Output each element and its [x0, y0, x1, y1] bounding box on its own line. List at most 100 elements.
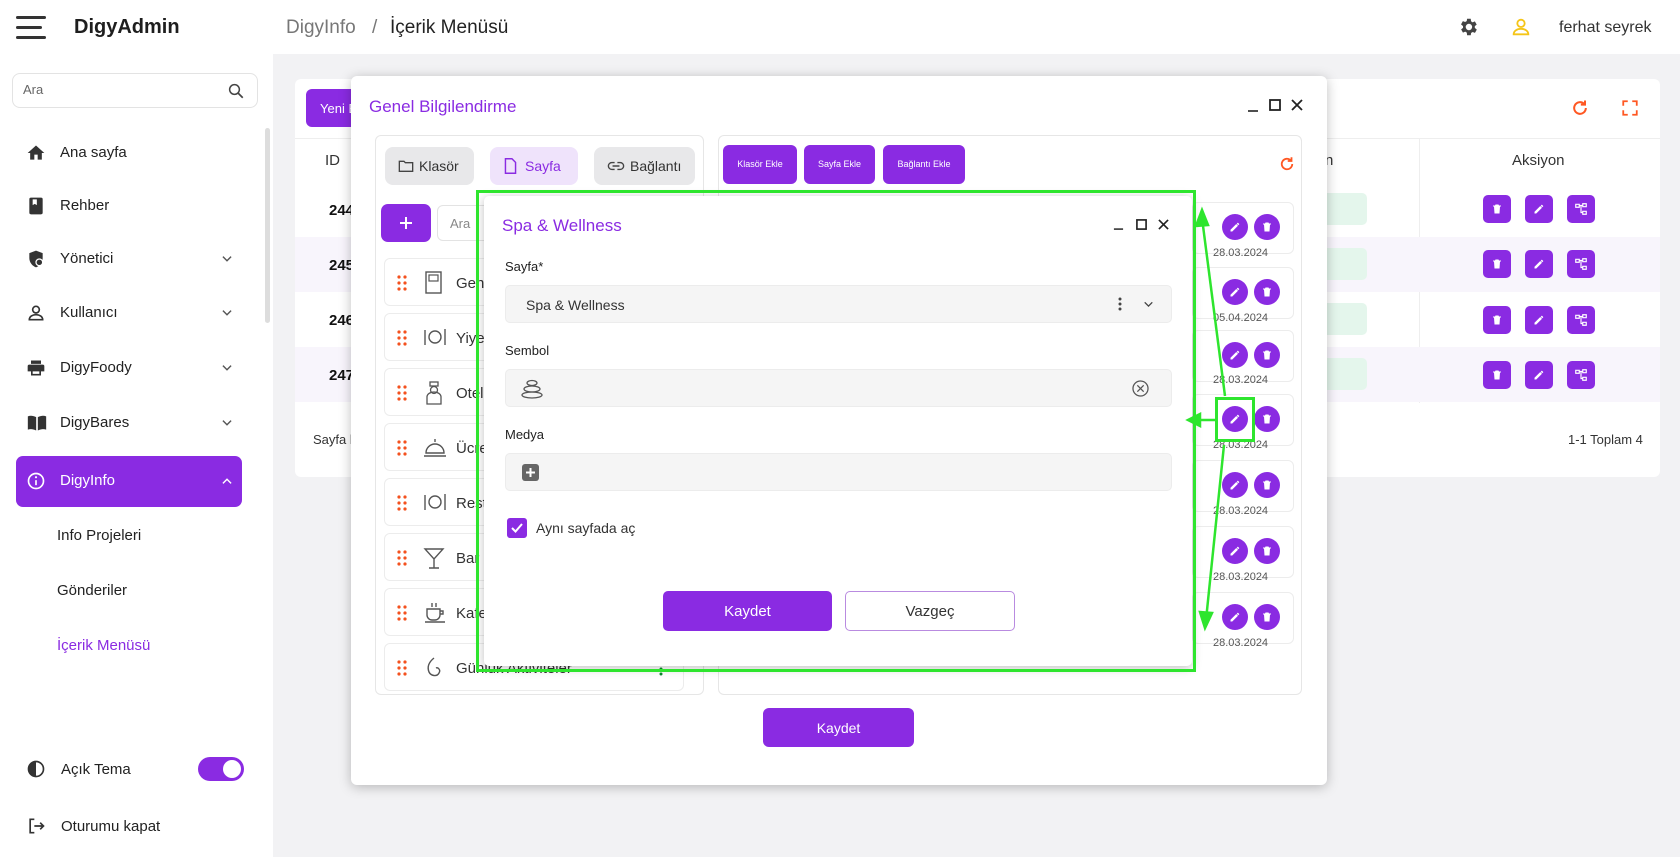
- list-item-label: Kafe: [456, 605, 487, 622]
- symbol-field-label: Sembol: [505, 343, 550, 358]
- edit-icon[interactable]: [1222, 342, 1248, 368]
- edit-icon[interactable]: [1525, 250, 1553, 278]
- pagination-label: Sayfa l: [313, 432, 353, 447]
- edit-icon[interactable]: [1525, 306, 1553, 334]
- sidebar-search-input[interactable]: [23, 82, 213, 97]
- sidebar-item-digybares[interactable]: DigyBares: [16, 401, 242, 446]
- sidebar-subitem-icerik-menusu[interactable]: İçerik Menüsü: [57, 637, 151, 654]
- media-field[interactable]: [505, 453, 1172, 491]
- sidebar-item-yonetici[interactable]: Yönetici: [16, 237, 242, 282]
- sidebar-item-digyinfo[interactable]: DigyInfo: [16, 456, 242, 507]
- chevron-down-icon[interactable]: [1142, 298, 1155, 311]
- sidebar-item-ana-sayfa[interactable]: Ana sayfa: [16, 131, 242, 176]
- refresh-icon[interactable]: [1570, 98, 1590, 118]
- sidebar-subitem-info-projeleri[interactable]: Info Projeleri: [57, 527, 142, 544]
- close-icon[interactable]: [1291, 99, 1303, 111]
- refresh-icon[interactable]: [1278, 155, 1296, 173]
- delete-icon[interactable]: [1254, 538, 1280, 564]
- delete-icon[interactable]: [1483, 361, 1511, 389]
- user-avatar-icon[interactable]: [1510, 16, 1532, 38]
- sidebar-item-label: Ana sayfa: [60, 144, 127, 161]
- sidebar-item-label: DigyInfo: [60, 472, 116, 489]
- page-icon: [504, 158, 517, 174]
- save-button[interactable]: Kaydet: [763, 708, 914, 747]
- hierarchy-icon[interactable]: [1567, 361, 1595, 389]
- printer-icon: [26, 358, 46, 378]
- drag-handle-icon[interactable]: [397, 495, 407, 511]
- hierarchy-icon[interactable]: [1567, 195, 1595, 223]
- maximize-icon[interactable]: [1269, 99, 1281, 111]
- drag-handle-icon[interactable]: [397, 550, 407, 566]
- delete-icon[interactable]: [1254, 279, 1280, 305]
- edit-icon[interactable]: [1525, 361, 1553, 389]
- hierarchy-icon[interactable]: [1567, 250, 1595, 278]
- add-page-button[interactable]: Sayfa Ekle: [804, 145, 875, 184]
- symbol-field[interactable]: [505, 369, 1172, 407]
- edit-icon[interactable]: [1525, 195, 1553, 223]
- edit-icon[interactable]: [1222, 538, 1248, 564]
- edit-icon[interactable]: [1222, 406, 1248, 432]
- hierarchy-icon[interactable]: [1567, 306, 1595, 334]
- logout-button[interactable]: Oturumu kapat: [61, 818, 161, 835]
- add-link-button[interactable]: Bağlantı Ekle: [883, 145, 965, 184]
- fullscreen-icon[interactable]: [1621, 99, 1639, 117]
- status-badge: [1322, 358, 1367, 390]
- page-select[interactable]: Spa & Wellness: [505, 285, 1172, 323]
- add-folder-button[interactable]: Klasör Ekle: [723, 145, 797, 184]
- sidebar-item-digyfoody[interactable]: DigyFoody: [16, 346, 242, 391]
- add-media-icon[interactable]: [522, 464, 539, 481]
- delete-icon[interactable]: [1483, 306, 1511, 334]
- breadcrumb-parent[interactable]: DigyInfo: [286, 17, 356, 38]
- add-item-button[interactable]: [381, 204, 431, 242]
- tab-sayfa[interactable]: Sayfa: [490, 147, 578, 185]
- delete-icon[interactable]: [1254, 406, 1280, 432]
- tab-baglanti[interactable]: Bağlantı: [594, 147, 695, 185]
- save-button[interactable]: Kaydet: [663, 591, 832, 631]
- minimize-icon[interactable]: [1247, 100, 1259, 112]
- drag-handle-icon[interactable]: [397, 275, 407, 291]
- clear-icon[interactable]: [1131, 379, 1150, 398]
- sidebar-item-rehber[interactable]: Rehber: [16, 184, 242, 229]
- book-icon: [423, 271, 445, 295]
- user-name[interactable]: ferhat seyrek: [1559, 19, 1652, 36]
- delete-icon[interactable]: [1254, 472, 1280, 498]
- delete-icon[interactable]: [1483, 195, 1511, 223]
- drag-handle-icon[interactable]: [397, 440, 407, 456]
- edit-icon[interactable]: [1222, 279, 1248, 305]
- delete-icon[interactable]: [1254, 604, 1280, 630]
- tab-klasor[interactable]: Klasör: [385, 147, 474, 185]
- same-page-checkbox[interactable]: [507, 518, 527, 538]
- status-badge: [1322, 193, 1367, 225]
- page-item: 28.03.2024: [1192, 330, 1294, 386]
- item-search-input[interactable]: [450, 216, 490, 231]
- edit-icon[interactable]: [1222, 472, 1248, 498]
- page-item: 28.03.2024: [1192, 202, 1294, 259]
- theme-toggle[interactable]: [198, 757, 244, 781]
- edit-icon[interactable]: [1222, 214, 1248, 240]
- maximize-icon[interactable]: [1136, 219, 1147, 230]
- search-icon[interactable]: [227, 82, 245, 100]
- cancel-button[interactable]: Vazgeç: [845, 591, 1015, 631]
- coffee-icon: [423, 601, 447, 623]
- drag-handle-icon[interactable]: [397, 660, 407, 676]
- drag-handle-icon[interactable]: [397, 330, 407, 346]
- sidebar-subitem-gonderiler[interactable]: Gönderiler: [57, 582, 128, 599]
- delete-icon[interactable]: [1254, 342, 1280, 368]
- drag-handle-icon[interactable]: [397, 385, 407, 401]
- edit-icon[interactable]: [1222, 604, 1248, 630]
- row-id: 245: [329, 257, 355, 274]
- sidebar-scrollbar[interactable]: [265, 128, 270, 323]
- menu-icon[interactable]: [16, 16, 46, 40]
- gear-icon[interactable]: [1457, 16, 1479, 38]
- delete-icon[interactable]: [1483, 250, 1511, 278]
- logout-icon[interactable]: [26, 816, 46, 836]
- more-vert-icon[interactable]: [1118, 297, 1122, 311]
- drag-handle-icon[interactable]: [397, 605, 407, 621]
- page-item: 05.04.2024: [1192, 267, 1294, 324]
- sidebar-search[interactable]: [12, 73, 258, 108]
- delete-icon[interactable]: [1254, 214, 1280, 240]
- sidebar-item-kullanici[interactable]: Kullanıcı: [16, 291, 242, 336]
- minimize-icon[interactable]: [1113, 219, 1124, 230]
- close-icon[interactable]: [1158, 219, 1169, 230]
- spa-wellness-dialog: [484, 196, 1192, 666]
